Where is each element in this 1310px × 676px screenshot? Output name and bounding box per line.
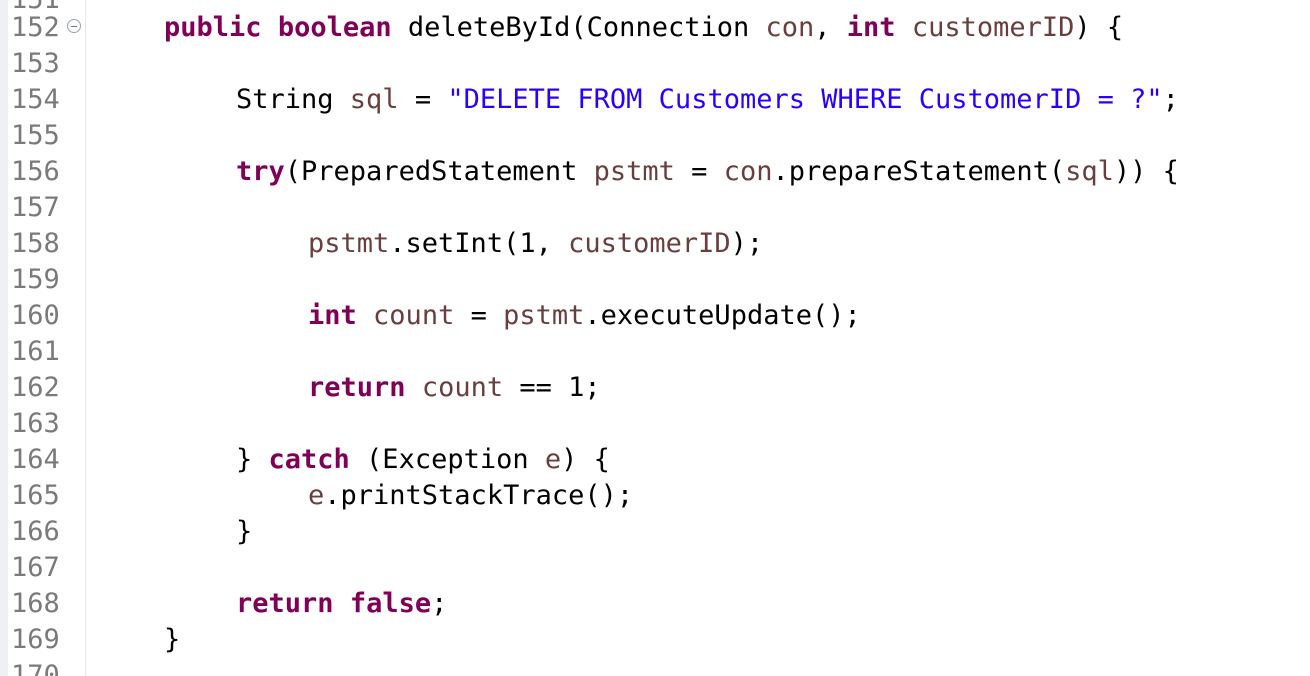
code-line[interactable]: pstmt.setInt(1, customerID);: [308, 226, 763, 262]
code-token: [406, 372, 422, 403]
fold-collapse-icon[interactable]: [67, 19, 81, 33]
code-token: ) {: [561, 444, 610, 475]
code-token: );: [730, 228, 764, 259]
code-token: String: [236, 84, 350, 115]
code-line[interactable]: return count == 1;: [308, 370, 601, 406]
code-token: [334, 588, 350, 619]
code-token: }: [164, 624, 181, 655]
line-number: 168: [11, 588, 60, 619]
line-number: 163: [11, 408, 60, 439]
string-literal: "DELETE FROM Customers WHERE CustomerID …: [447, 84, 1163, 115]
code-line[interactable]: e.printStackTrace();: [308, 478, 633, 514]
line-number: 164: [11, 444, 60, 475]
line-number: 154: [11, 84, 60, 115]
line-number: 162: [11, 372, 60, 403]
keyword: int: [308, 300, 357, 331]
local-variable: count: [421, 372, 504, 403]
code-token: =: [398, 84, 448, 115]
line-number: 167: [11, 552, 60, 583]
parameter: e: [308, 480, 325, 511]
line-number-gutter: 151 152 153 154 155 156 157 158 159 160 …: [0, 0, 86, 676]
parameter: e: [544, 444, 562, 475]
line-number: 153: [11, 48, 60, 79]
code-line[interactable]: }: [236, 514, 252, 550]
line-number: 160: [11, 300, 60, 331]
line-number: 157: [11, 192, 60, 223]
line-number: 156: [11, 156, 60, 187]
local-variable: sql: [1065, 156, 1114, 187]
gutter-annotation-strip: [0, 0, 8, 676]
code-token: ;: [431, 588, 448, 619]
line-number: 161: [11, 336, 60, 367]
line-number: 155: [11, 120, 60, 151]
code-token: ,: [814, 12, 847, 43]
code-token: =: [454, 300, 504, 331]
parameter: con: [723, 156, 773, 187]
local-variable: count: [373, 300, 455, 331]
keyword: try: [236, 156, 285, 187]
code-token: (PreparedStatement: [284, 156, 594, 187]
line-number: 165: [11, 480, 60, 511]
keyword: false: [349, 588, 432, 619]
keyword: return: [308, 372, 406, 403]
code-line[interactable]: } catch (Exception e) {: [236, 442, 610, 478]
line-number: 158: [11, 228, 60, 259]
code-token: }: [236, 444, 269, 475]
keyword: return: [236, 588, 334, 619]
local-variable: pstmt: [308, 228, 390, 259]
parameter: customerID: [568, 228, 731, 259]
line-number: 152: [11, 12, 60, 43]
code-token: ;: [1162, 84, 1179, 115]
code-line[interactable]: public boolean deleteById(Connection con…: [164, 10, 1123, 46]
code-token: }: [236, 516, 253, 547]
code-token: .printStackTrace();: [324, 480, 634, 511]
parameter: customerID: [911, 12, 1075, 43]
line-number: 159: [11, 264, 60, 295]
code-token: .setInt(1,: [389, 228, 569, 259]
code-token: )) {: [1113, 156, 1179, 187]
line-number: 169: [11, 624, 60, 655]
code-token: ) {: [1074, 12, 1124, 43]
code-line[interactable]: }: [164, 622, 180, 658]
code-token: (Exception: [349, 444, 545, 475]
line-number: 166: [11, 516, 60, 547]
code-token: [357, 300, 373, 331]
line-number: 170: [11, 660, 60, 676]
parameter: con: [765, 12, 815, 43]
code-token: .executeUpdate();: [584, 300, 861, 331]
local-variable: pstmt: [503, 300, 585, 331]
code-line[interactable]: return false;: [236, 586, 447, 622]
keyword: catch: [268, 444, 350, 475]
keyword: public: [164, 12, 262, 43]
keyword: boolean: [277, 12, 392, 43]
local-variable: sql: [349, 84, 399, 115]
local-variable: pstmt: [593, 156, 675, 187]
code-line[interactable]: int count = pstmt.executeUpdate();: [308, 298, 861, 334]
code-line[interactable]: String sql = "DELETE FROM Customers WHER…: [236, 82, 1179, 118]
code-token: =: [674, 156, 724, 187]
code-token: [262, 12, 278, 43]
code-token: .prepareStatement(: [772, 156, 1066, 187]
code-token: [896, 12, 912, 43]
line-number: 151: [11, 0, 60, 18]
keyword: int: [846, 12, 896, 43]
code-token: == 1;: [503, 372, 601, 403]
code-line[interactable]: try(PreparedStatement pstmt = con.prepar…: [236, 154, 1179, 190]
code-token: deleteById(Connection: [391, 12, 766, 43]
